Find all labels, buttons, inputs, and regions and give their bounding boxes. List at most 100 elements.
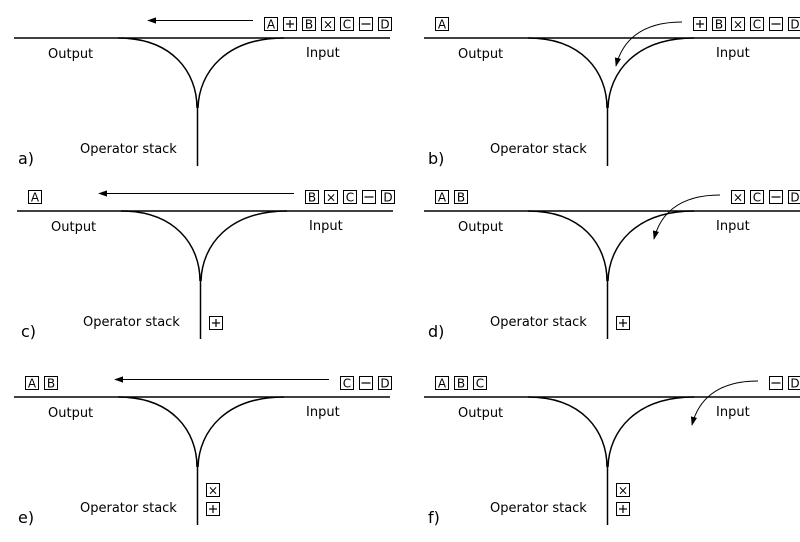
token-text: + bbox=[208, 502, 218, 516]
token-times: × bbox=[732, 17, 745, 31]
token-times: × bbox=[207, 483, 220, 497]
token-times: × bbox=[322, 17, 335, 31]
token-a: A bbox=[265, 17, 278, 31]
token-text: + bbox=[285, 17, 295, 31]
token-text: − bbox=[771, 190, 781, 204]
token-text: + bbox=[211, 316, 221, 330]
token-text: × bbox=[208, 483, 218, 497]
output-curve bbox=[528, 211, 607, 281]
token-text: + bbox=[695, 17, 705, 31]
token-c: C bbox=[751, 17, 764, 31]
token-text: A bbox=[438, 190, 447, 204]
move-to-stack-arrow bbox=[616, 22, 682, 66]
token-plus: + bbox=[694, 17, 707, 31]
operator-stack-label: Operator stack bbox=[83, 315, 180, 330]
output-label: Output bbox=[51, 220, 96, 235]
token-text: B bbox=[308, 190, 316, 204]
operator-stack-label: Operator stack bbox=[490, 501, 587, 516]
token-plus: + bbox=[617, 316, 630, 330]
output-label: Output bbox=[458, 406, 503, 421]
token-text: A bbox=[438, 376, 447, 390]
input-curve bbox=[608, 397, 694, 467]
token-text: × bbox=[323, 17, 333, 31]
move-to-stack-arrow bbox=[654, 195, 720, 239]
panel-letter: a) bbox=[18, 149, 34, 168]
token-minus: − bbox=[363, 190, 376, 204]
panel-letter: e) bbox=[18, 508, 34, 527]
token-times: × bbox=[617, 483, 630, 497]
token-times: × bbox=[732, 190, 745, 204]
output-curve bbox=[118, 38, 197, 108]
token-text: D bbox=[380, 17, 389, 31]
token-d: D bbox=[382, 190, 395, 204]
token-text: C bbox=[476, 376, 484, 390]
output-label: Output bbox=[458, 220, 503, 235]
token-text: × bbox=[733, 190, 743, 204]
token-a: A bbox=[436, 190, 449, 204]
input-label: Input bbox=[309, 219, 343, 234]
token-d: D bbox=[789, 190, 800, 204]
input-curve bbox=[608, 38, 694, 108]
input-label: Input bbox=[716, 219, 750, 234]
panel-letter: c) bbox=[21, 322, 36, 341]
token-b: B bbox=[306, 190, 319, 204]
token-text: − bbox=[771, 17, 781, 31]
token-a: A bbox=[26, 376, 39, 390]
token-d: D bbox=[789, 376, 800, 390]
operator-stack-label: Operator stack bbox=[80, 142, 177, 157]
input-label: Input bbox=[306, 46, 340, 61]
token-text: C bbox=[753, 190, 761, 204]
token-text: C bbox=[343, 376, 351, 390]
input-curve bbox=[608, 211, 694, 281]
token-plus: + bbox=[617, 502, 630, 516]
token-minus: − bbox=[770, 376, 783, 390]
operator-stack-label: Operator stack bbox=[490, 315, 587, 330]
token-minus: − bbox=[360, 17, 373, 31]
input-curve bbox=[198, 397, 284, 467]
token-plus: + bbox=[210, 316, 223, 330]
operator-stack-label: Operator stack bbox=[490, 142, 587, 157]
input-curve bbox=[198, 38, 284, 108]
token-c: C bbox=[341, 17, 354, 31]
token-text: B bbox=[305, 17, 313, 31]
output-label: Output bbox=[48, 47, 93, 62]
output-curve bbox=[118, 397, 197, 467]
output-curve bbox=[528, 397, 607, 467]
output-label: Output bbox=[458, 47, 503, 62]
token-d: D bbox=[379, 17, 392, 31]
token-text: − bbox=[771, 376, 781, 390]
token-c: C bbox=[474, 376, 487, 390]
input-label: Input bbox=[716, 405, 750, 420]
token-b: B bbox=[713, 17, 726, 31]
token-text: − bbox=[361, 376, 371, 390]
token-d: D bbox=[379, 376, 392, 390]
panel-letter: d) bbox=[428, 322, 444, 341]
operator-stack-label: Operator stack bbox=[80, 501, 177, 516]
output-label: Output bbox=[48, 406, 93, 421]
token-text: × bbox=[733, 17, 743, 31]
input-label: Input bbox=[306, 405, 340, 420]
token-text: C bbox=[346, 190, 354, 204]
token-plus: + bbox=[207, 502, 220, 516]
token-c: C bbox=[344, 190, 357, 204]
token-text: D bbox=[790, 190, 799, 204]
token-text: D bbox=[380, 376, 389, 390]
token-text: B bbox=[47, 376, 55, 390]
token-text: A bbox=[28, 376, 37, 390]
token-text: B bbox=[715, 17, 723, 31]
token-text: + bbox=[618, 316, 628, 330]
output-curve bbox=[121, 211, 200, 281]
panel-letter: b) bbox=[428, 149, 444, 168]
token-minus: − bbox=[770, 190, 783, 204]
token-plus: + bbox=[284, 17, 297, 31]
token-a: A bbox=[436, 376, 449, 390]
token-text: C bbox=[753, 17, 761, 31]
token-c: C bbox=[341, 376, 354, 390]
token-minus: − bbox=[770, 17, 783, 31]
token-times: × bbox=[325, 190, 338, 204]
token-d: D bbox=[789, 17, 800, 31]
